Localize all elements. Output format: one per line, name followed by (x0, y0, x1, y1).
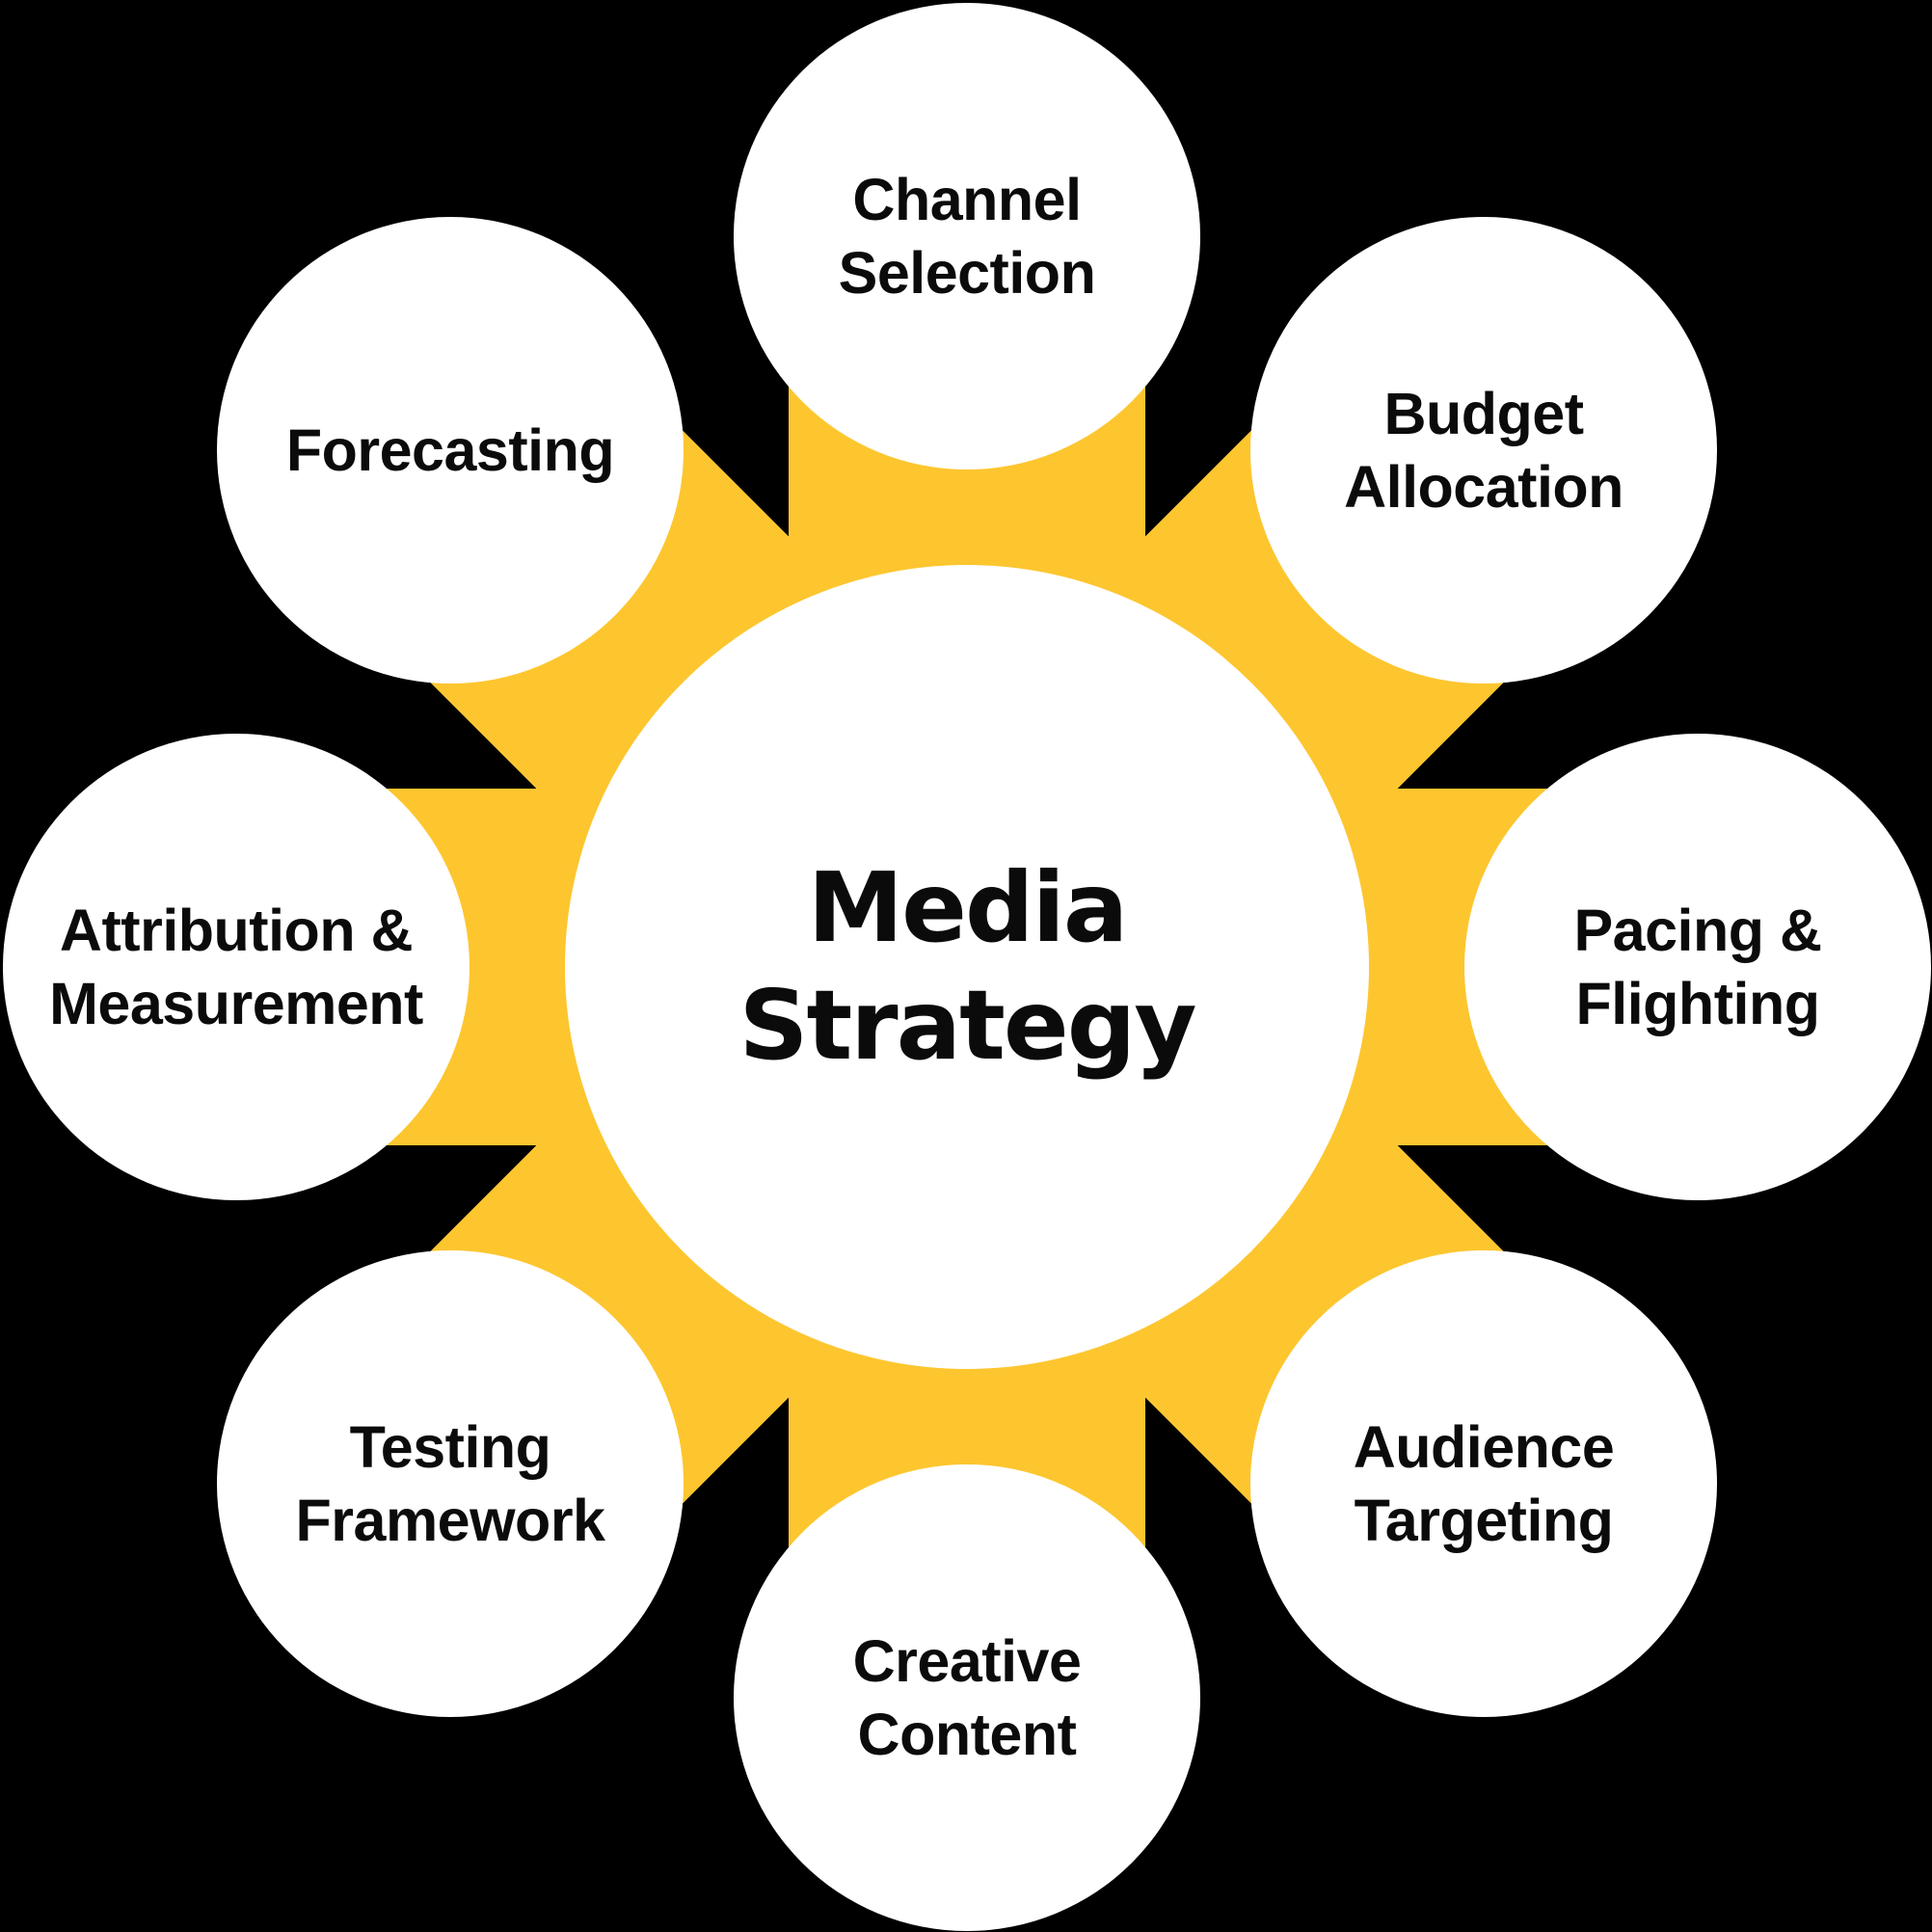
hub-label-line1: Media (807, 851, 1129, 964)
satellite-label-line2: Selection (838, 240, 1096, 306)
satellite-label-line1: Audience (1353, 1413, 1615, 1480)
satellite-label-pacing-flighting: Pacing & Flighting (1466, 822, 1929, 1112)
hub-label: Media Strategy (601, 745, 1333, 1189)
satellite-label-testing-framework: Testing Framework (219, 1339, 682, 1628)
satellite-label-audience-targeting: Audience Targeting (1252, 1339, 1715, 1628)
satellite-label-line2: Content (857, 1702, 1077, 1767)
satellite-label-line1: Channel (852, 166, 1082, 232)
satellite-label-line2: Framework (295, 1488, 605, 1553)
satellite-label-line2: Measurement (49, 971, 423, 1036)
satellite-label-line2: Allocation (1344, 454, 1623, 520)
hub-label-line2: Strategy (738, 969, 1196, 1082)
satellite-circle-testing-framework (217, 1250, 684, 1717)
satellite-label-line1: Testing (349, 1413, 551, 1480)
satellite-label-forecasting: Forecasting (219, 306, 682, 595)
satellite-circle-pacing-flighting (1464, 734, 1931, 1200)
satellite-label-line2: Targeting (1354, 1488, 1614, 1553)
satellite-label-line1: Budget (1383, 380, 1584, 446)
hub-circle (565, 565, 1369, 1369)
satellite-circle-budget-allocation (1250, 217, 1717, 684)
satellite-circle-attribution-measurement (3, 734, 470, 1200)
satellite-label-attribution-measurement: Attribution & Measurement (5, 822, 468, 1112)
satellite-label-line1: Forecasting (285, 416, 615, 483)
satellite-label-budget-allocation: Budget Allocation (1252, 306, 1715, 595)
satellite-label-creative-content: Creative Content (736, 1553, 1198, 1842)
satellite-label-line1: Pacing & (1573, 897, 1822, 963)
satellite-circle-creative-content (734, 1464, 1200, 1931)
satellite-label-line1: Attribution & (59, 897, 414, 963)
satellite-label-line1: Creative (852, 1627, 1082, 1694)
satellite-label-line2: Flighting (1575, 971, 1820, 1036)
satellite-circle-audience-targeting (1250, 1250, 1717, 1717)
satellite-circle-forecasting (217, 217, 684, 684)
satellite-circle-channel-selection (734, 3, 1200, 470)
satellite-label-channel-selection: Channel Selection (736, 92, 1198, 381)
